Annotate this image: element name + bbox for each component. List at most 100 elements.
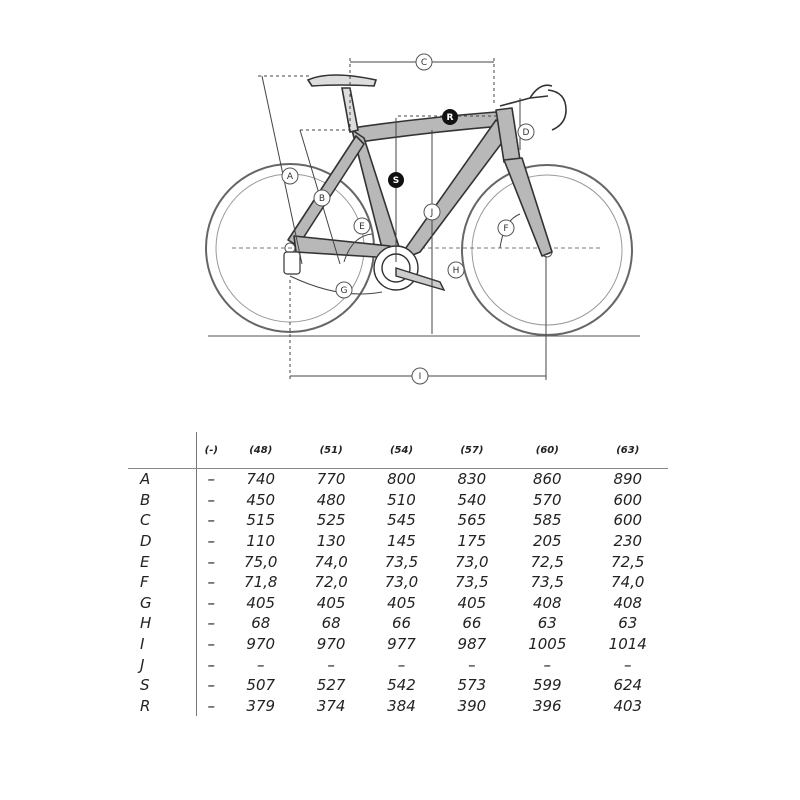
table-cell: 374 xyxy=(316,696,346,715)
svg-text:S: S xyxy=(393,176,399,186)
table-cell: 73,5 xyxy=(530,573,564,592)
bike-geometry-diagram: C A B D E F G H I J R S xyxy=(205,53,640,385)
row-label: S xyxy=(128,674,197,696)
table-cell: 405 xyxy=(457,593,487,612)
table-cell: 1005 xyxy=(528,635,567,654)
table-cell: 510 xyxy=(387,490,416,509)
column-header: (57) xyxy=(436,432,508,469)
row-label: C xyxy=(128,510,197,531)
table-cell: 970 xyxy=(246,635,276,654)
table-cell: – xyxy=(397,655,406,674)
table-cell: 540 xyxy=(457,490,487,509)
column-header: (60) xyxy=(507,432,588,469)
table-cell: – xyxy=(207,573,216,592)
table-cell: 384 xyxy=(387,696,416,715)
table-cell: – xyxy=(207,532,216,551)
svg-text:R: R xyxy=(447,113,454,123)
table-cell: – xyxy=(207,511,216,530)
table-cell: 379 xyxy=(246,696,276,715)
table-cell: 130 xyxy=(316,532,346,551)
table-cell: 860 xyxy=(532,470,562,489)
table-cell: 527 xyxy=(316,676,346,695)
label-C: C xyxy=(415,53,433,71)
table-cell: – xyxy=(327,655,335,674)
label-H: H xyxy=(447,261,465,279)
table-cell: 74,0 xyxy=(611,573,645,592)
row-label: R xyxy=(128,695,197,717)
table-row: B– 450 480 510 540 570 600 xyxy=(128,489,668,511)
table-cell: 830 xyxy=(457,470,487,489)
column-header: (51) xyxy=(295,432,367,469)
table-cell: 390 xyxy=(457,696,487,715)
table-cell: 573 xyxy=(457,676,487,695)
table-cell: 525 xyxy=(316,511,346,530)
table-cell: 75,0 xyxy=(244,552,278,571)
column-header: (54) xyxy=(366,432,437,469)
table-cell: 1014 xyxy=(608,635,647,654)
table-cell: – xyxy=(207,470,216,489)
table-row: A– 740 770 800 830 860 890 xyxy=(128,468,668,490)
row-label: G xyxy=(128,592,197,614)
table-cell: 542 xyxy=(387,676,416,695)
table-cell: 71,8 xyxy=(244,573,278,592)
svg-text:G: G xyxy=(341,286,348,296)
table-cell: 73,5 xyxy=(384,552,419,571)
table-cell: 480 xyxy=(316,490,346,509)
svg-text:H: H xyxy=(453,266,460,276)
column-header: (-) xyxy=(196,432,226,469)
table-cell: 110 xyxy=(246,532,276,551)
geometry-table-header: (-)(48)(51)(54)(57)(60)(63) xyxy=(128,432,668,469)
table-cell: 599 xyxy=(532,676,562,695)
handlebar xyxy=(499,84,567,131)
row-label: A xyxy=(128,468,197,490)
table-cell: 73,0 xyxy=(384,573,419,592)
table-cell: 770 xyxy=(316,470,346,489)
table-cell: – xyxy=(207,490,216,509)
table-cell: – xyxy=(207,655,216,674)
row-label: B xyxy=(128,489,197,511)
svg-text:C: C xyxy=(421,58,427,68)
table-cell: 800 xyxy=(387,470,416,489)
table-cell: 403 xyxy=(613,696,643,715)
table-cell: – xyxy=(207,676,216,695)
table-cell: 68 xyxy=(251,614,271,633)
svg-text:F: F xyxy=(503,224,508,234)
label-A: A xyxy=(281,167,299,185)
table-cell: 73,5 xyxy=(455,573,489,592)
row-label: F xyxy=(128,571,197,593)
table-cell: 405 xyxy=(387,593,416,612)
seatpost-saddle xyxy=(306,74,378,133)
row-label: J xyxy=(128,654,197,675)
table-cell: 545 xyxy=(387,511,416,530)
table-cell: 890 xyxy=(613,470,643,489)
row-label: I xyxy=(128,633,197,655)
label-R: R xyxy=(442,109,458,125)
table-cell: 408 xyxy=(613,593,643,612)
table-cell: 408 xyxy=(532,593,562,612)
table-cell: – xyxy=(207,696,216,715)
table-cell: 987 xyxy=(457,635,487,654)
table-row: R– 379 374 384 390 396 403 xyxy=(128,695,668,717)
column-header: (63) xyxy=(587,432,668,469)
table-cell: 740 xyxy=(246,470,276,489)
table-cell: 405 xyxy=(316,593,346,612)
table-cell: 570 xyxy=(532,490,562,509)
table-cell: 450 xyxy=(246,490,276,509)
table-cell: 145 xyxy=(387,532,416,551)
table-cell: 74,0 xyxy=(314,552,348,571)
row-label: E xyxy=(128,551,197,572)
label-G: G xyxy=(335,281,353,299)
table-cell: 600 xyxy=(613,511,643,530)
table-cell: 396 xyxy=(532,696,562,715)
row-label: D xyxy=(128,530,197,552)
table-cell: 600 xyxy=(613,490,643,509)
table-cell: 72,5 xyxy=(530,552,564,571)
label-B: B xyxy=(313,189,331,207)
table-cell: 565 xyxy=(457,511,487,530)
